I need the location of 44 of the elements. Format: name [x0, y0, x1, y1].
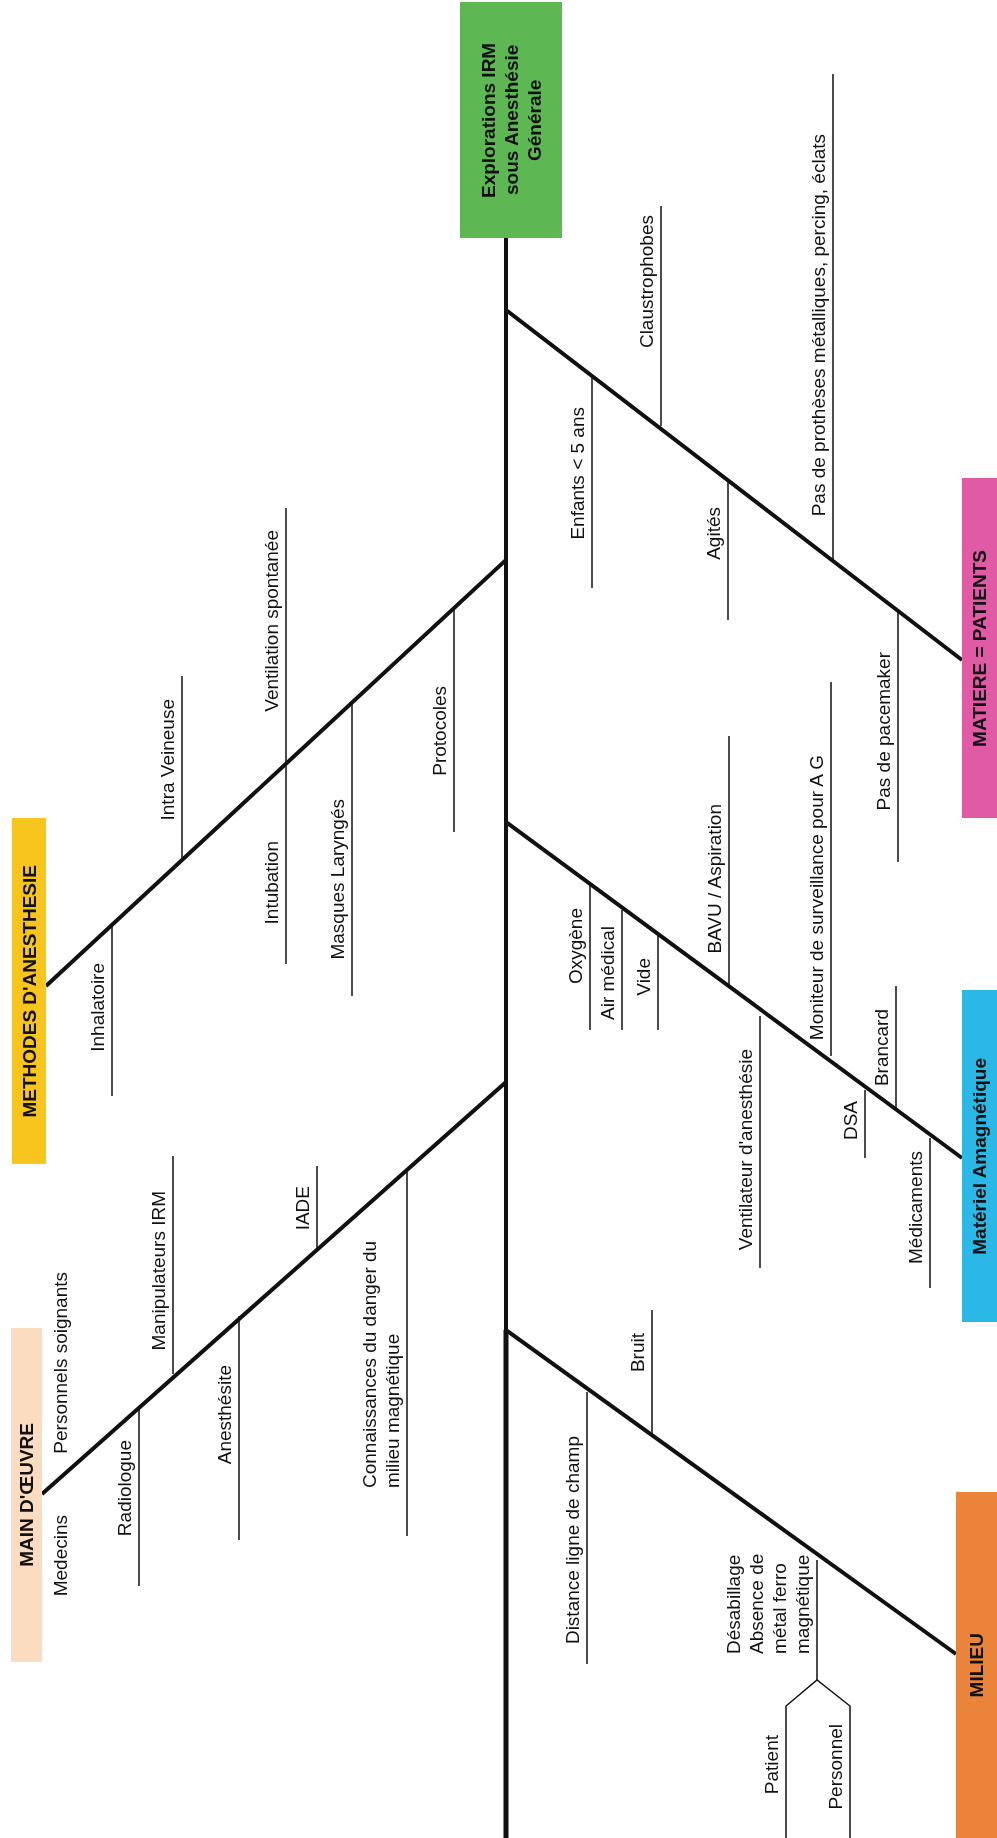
category-title: METHODES D'ANESTHESIE	[17, 864, 41, 1118]
cause-label: Moniteur de surveillance pour A G	[805, 754, 828, 1040]
cause-label: Vide	[632, 958, 655, 996]
cause-label: Claustrophobes	[635, 214, 658, 348]
cause-label: Ventilateur d'anesthésie	[734, 1048, 757, 1250]
cause-label: Bruit	[626, 1332, 649, 1372]
cause-label: Inhalatoire	[86, 963, 109, 1052]
cause-label: DSA	[839, 1100, 862, 1140]
cause-label: Masques Laryngés	[326, 799, 349, 960]
cause-label: Intubation	[260, 840, 283, 924]
cause-label: Distance ligne de champ	[561, 1435, 584, 1644]
cause-label: Manipulateurs IRM	[147, 1190, 170, 1350]
cause-label: BAVU / Aspiration	[703, 804, 726, 954]
cause-label: Enfants < 5 ans	[566, 407, 589, 540]
cause-label: Brancard	[870, 1008, 893, 1086]
category-box	[962, 990, 997, 1322]
cause-label: Medecins	[49, 1514, 72, 1596]
cause-label: Pas de prothèses métalliques, percing, éclats	[807, 133, 830, 516]
cause-label: Protocoles	[428, 686, 451, 776]
category-box	[12, 818, 46, 1164]
category-box	[962, 478, 997, 818]
effect-title: Explorations IRM sous Anesthésie Générale	[476, 41, 546, 200]
cause-label: Anesthésite	[213, 1364, 236, 1464]
cause-label: Pas de pacemaker	[872, 651, 895, 810]
category-title: MAIN D'ŒUVRE	[15, 1423, 38, 1567]
category-box	[11, 1328, 42, 1662]
category-title: Matériel Amagnétique	[968, 1057, 991, 1255]
cause-label: Intra Veineuse	[156, 698, 179, 820]
cause-label: Personnels soignants	[49, 1272, 72, 1454]
effect-box	[460, 2, 562, 238]
cause-label: Oxygène	[564, 907, 587, 984]
cause-label: IADE	[291, 1185, 314, 1230]
cause-label: Ventilation spontanée	[260, 530, 283, 712]
cause-label: Connaissances du danger du milieu magnétique	[358, 1239, 404, 1488]
category-title: MATIERE = PATIENTS	[968, 549, 991, 747]
cause-label: Agités	[702, 507, 725, 560]
cause-label: Radiologue	[113, 1439, 136, 1536]
category-box	[956, 1492, 997, 1838]
cause-label: Médicaments	[904, 1151, 927, 1264]
cause-label: Personnel	[824, 1724, 847, 1810]
cause-label: Air médical	[596, 926, 619, 1020]
cause-label: Désabillage Absence de métal ferro magnétique	[722, 1552, 814, 1654]
cause-label: Patient	[760, 1734, 783, 1794]
category-title: MILIEU	[965, 1632, 988, 1698]
